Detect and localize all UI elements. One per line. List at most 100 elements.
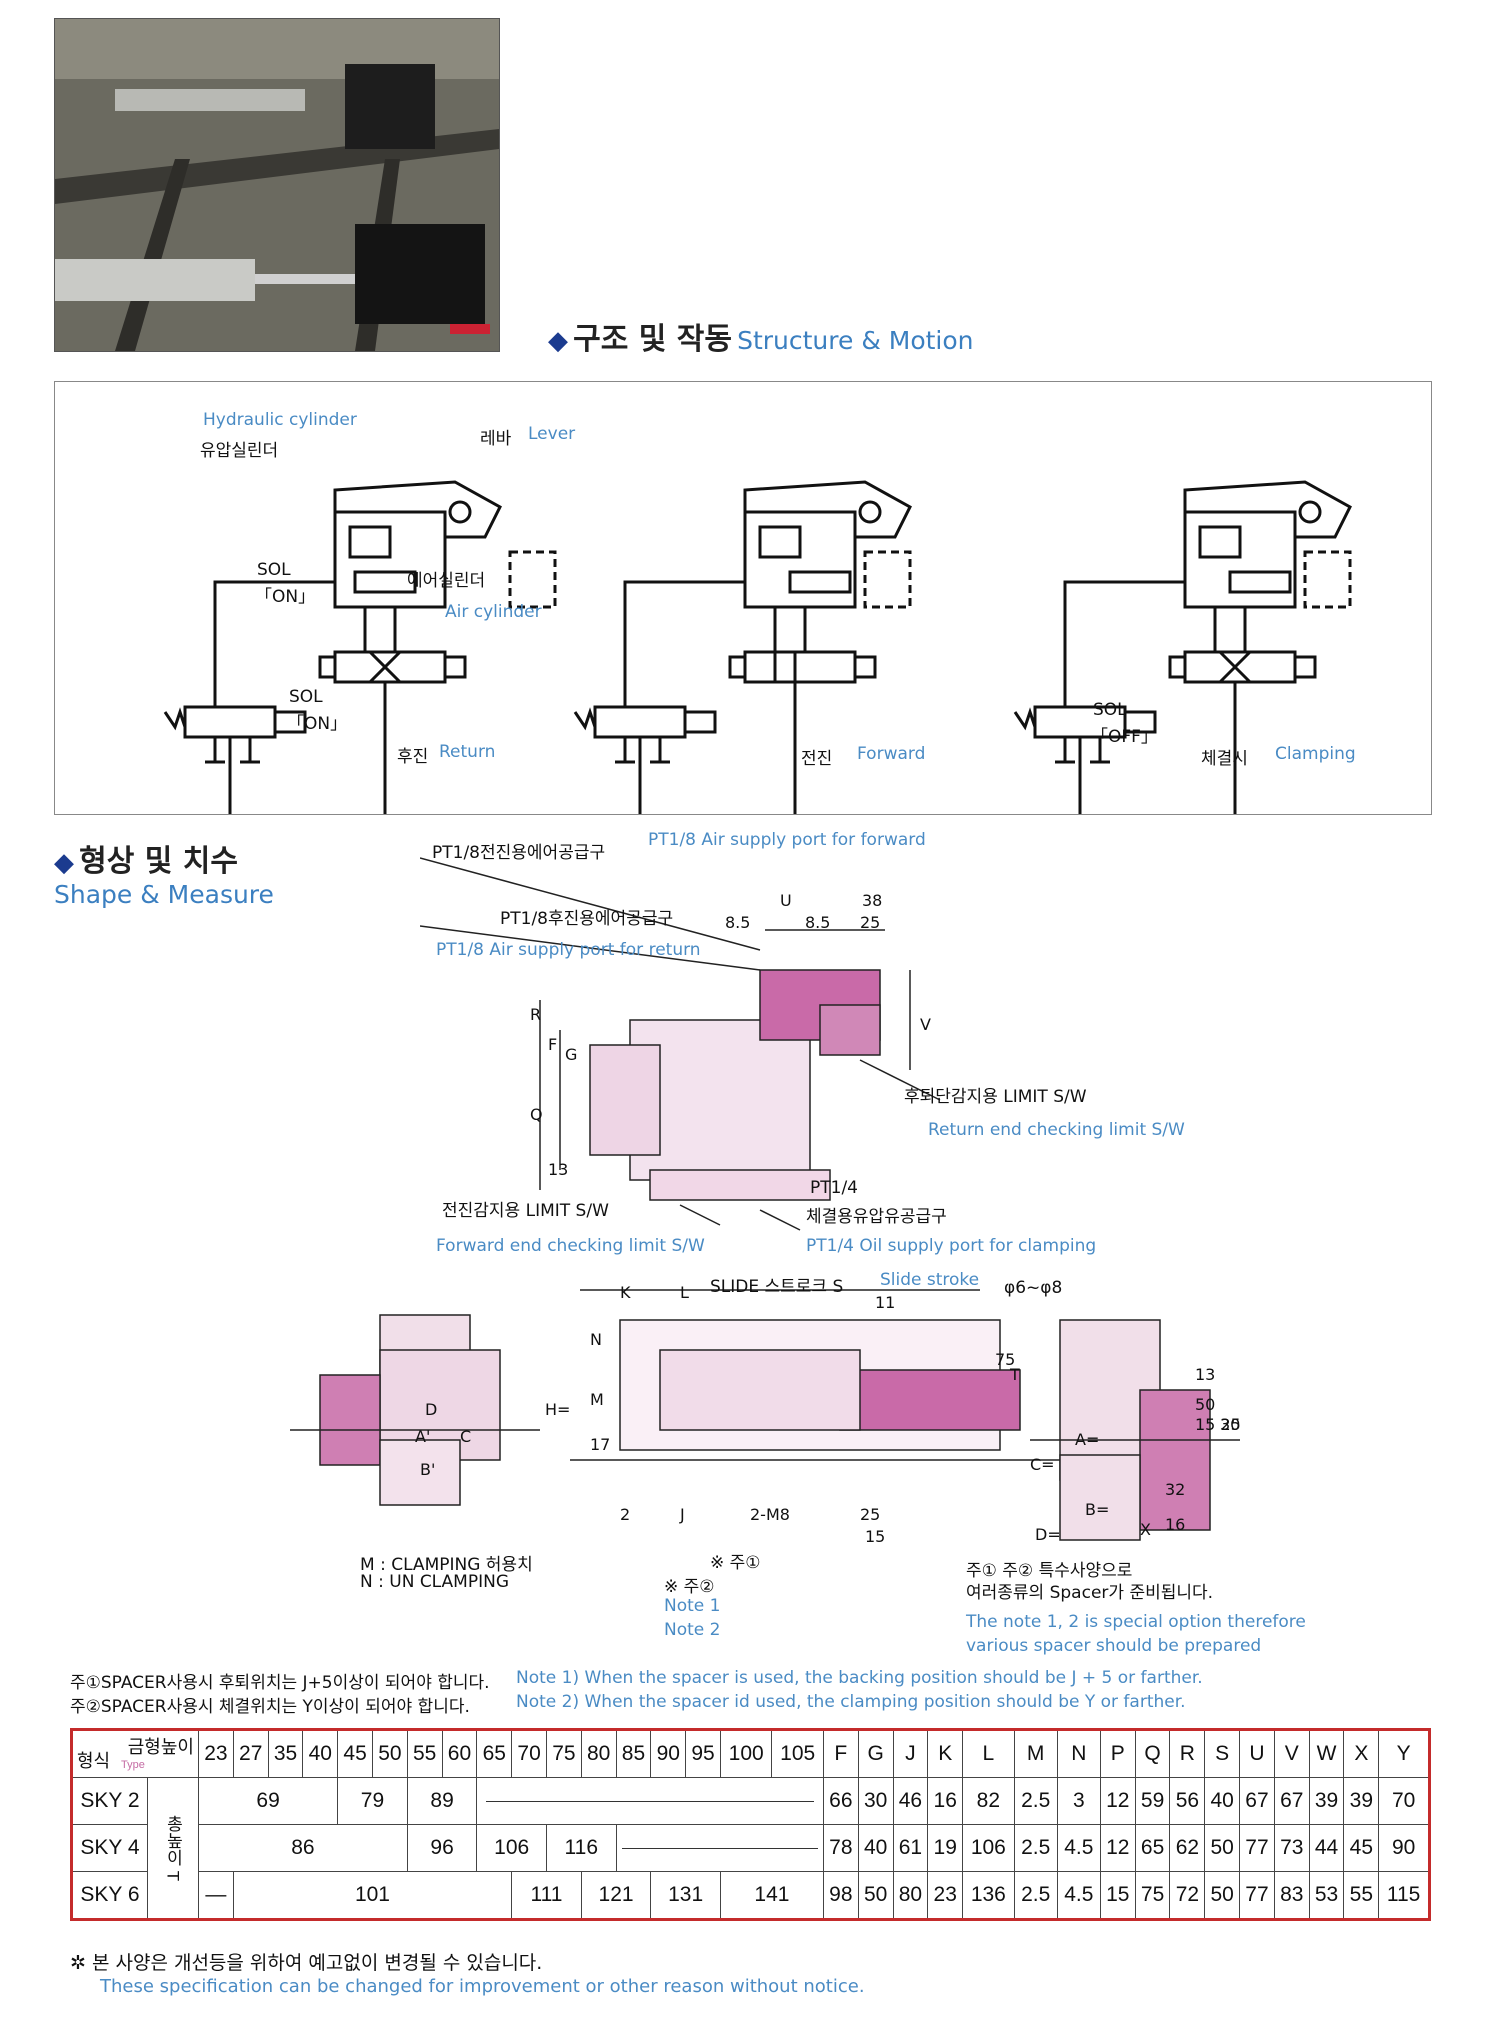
label-slide-en: Slide stroke	[880, 1270, 980, 1290]
cell-F: 98	[822, 1871, 859, 1920]
col-Y: Y	[1378, 1729, 1430, 1778]
label-limit-forward-ko: 전진감지용 LIMIT S/W	[442, 1201, 609, 1221]
footer-ko: 본 사양은 개선등을 위하여 예고없이 변경될 수 있습니다.	[91, 1952, 543, 1974]
height-75: 75	[545, 1729, 582, 1778]
footer-ko-line: ✲ 본 사양은 개선등을 위하여 예고없이 변경될 수 있습니다.	[70, 1948, 542, 1975]
cell-J: 46	[892, 1777, 929, 1825]
col-M: M	[1013, 1729, 1058, 1778]
dim-15: 15	[865, 1527, 885, 1546]
height-50: 50	[371, 1729, 408, 1778]
diamond-icon: ◆	[54, 848, 74, 878]
dim-8-5a: 8.5	[725, 913, 750, 932]
label-clamp-en: Clamping	[1275, 744, 1356, 764]
label-limit-forward-en: Forward end checking limit S/W	[436, 1236, 705, 1256]
label-spacer-en-1: The note 1, 2 is special option therefor…	[966, 1612, 1306, 1632]
t-cell: 141	[719, 1871, 824, 1920]
height-65: 65	[476, 1729, 513, 1778]
label-limit-return-ko: 후퇴단감지용 LIMIT S/W	[904, 1087, 1087, 1107]
note-en-1: Note 1) When the spacer is used, the bac…	[516, 1668, 1203, 1688]
col-Q: Q	[1134, 1729, 1171, 1778]
cell-J: 61	[892, 1824, 929, 1872]
col-P: P	[1099, 1729, 1136, 1778]
dim-11: 11	[875, 1293, 895, 1312]
cell-G: 40	[857, 1824, 894, 1872]
dim-13b: 13	[1195, 1365, 1215, 1384]
label-hydraulic-en: Hydraulic cylinder	[203, 410, 357, 430]
table-row: SKY 2 총높이 T 69 79 89 66 30 46 16 82 2.5 …	[71, 1777, 1430, 1920]
cell-V: 73	[1273, 1824, 1310, 1872]
cell-F: 66	[822, 1777, 859, 1825]
label-sol-on2-b: 「ON」	[287, 714, 348, 734]
cell-S: 50	[1204, 1871, 1241, 1920]
label-hydraulic-ko: 유압실린더	[200, 441, 279, 461]
t-cell: 96	[406, 1824, 478, 1872]
label-lever-ko: 레바	[480, 429, 512, 449]
table-row: SKY 6 — 101 111 121 131 141 98 50 80 23 …	[71, 1871, 1430, 1920]
cell-N: 4.5	[1056, 1824, 1101, 1872]
col-S: S	[1204, 1729, 1241, 1778]
label-note1-mark: ※ 주①	[710, 1553, 761, 1573]
spec-table: 금형높이 형식 Type 23 27 35 40 45 50 55 60 65 …	[70, 1728, 1431, 1921]
cell-J: 80	[892, 1871, 929, 1920]
label-forward-ko: 전진	[801, 749, 833, 769]
dim-F: F	[548, 1035, 557, 1054]
dim-13: 13	[548, 1160, 568, 1179]
cell-U: 77	[1239, 1824, 1275, 1872]
cell-P: 15	[1099, 1871, 1136, 1920]
dim-U: U	[780, 891, 792, 910]
label-return-ko: 후진	[397, 747, 429, 767]
cell-K: 23	[927, 1871, 964, 1920]
col-U: U	[1239, 1729, 1275, 1778]
label-spacer-ko-2: 여러종류의 Spacer가 준비됩니다.	[966, 1583, 1214, 1603]
corner-top: 금형높이	[127, 1737, 194, 1757]
height-95: 95	[685, 1729, 721, 1778]
cell-X: 55	[1343, 1871, 1380, 1920]
row-type: SKY 4	[71, 1824, 148, 1872]
dim-D: D	[425, 1400, 437, 1419]
height-35: 35	[267, 1729, 304, 1778]
label-m-clamping: M : CLAMPING 허용치	[360, 1555, 533, 1575]
label-pt14: PT1/4	[810, 1178, 858, 1198]
cell-S: 40	[1204, 1777, 1241, 1825]
label-return-en: Return	[439, 742, 496, 762]
cell-L: 106	[962, 1824, 1015, 1872]
top-view-drawing: U 38 8.5 8.5 25 V R F G Q 13	[420, 857, 941, 1231]
dim-M: M	[590, 1390, 604, 1409]
height-70: 70	[511, 1729, 547, 1778]
shape-heading: ◆ 형상 및 치수	[54, 836, 238, 880]
cell-N: 3	[1056, 1777, 1101, 1825]
dim-30: 30	[1220, 1415, 1240, 1434]
label-note2-mark: ※ 주②	[664, 1577, 715, 1597]
cell-U: 77	[1239, 1871, 1275, 1920]
dim-25b: 25	[860, 1505, 880, 1524]
label-sol-on2-a: SOL	[289, 687, 323, 707]
height-23: 23	[198, 1729, 234, 1778]
cell-X: 39	[1343, 1777, 1380, 1825]
t-cell: 121	[580, 1871, 652, 1920]
dim-8-5b: 8.5	[805, 913, 830, 932]
dim-J: J	[679, 1505, 685, 1524]
diamond-icon: ◆	[548, 326, 568, 356]
structure-title-en: Structure & Motion	[737, 326, 974, 355]
t-cell: 86	[198, 1824, 408, 1872]
height-90: 90	[650, 1729, 687, 1778]
table-row: SKY 4 86 96 106 116 78 40 61 19 106 2.5 …	[71, 1824, 1430, 1872]
hydraulic-circuit-diagram	[163, 480, 1352, 814]
cell-M: 2.5	[1013, 1824, 1058, 1872]
dim-H: H=	[545, 1400, 570, 1419]
height-45: 45	[337, 1729, 373, 1778]
row-type: SKY 6	[71, 1871, 148, 1920]
label-air-ko: 에어실린더	[407, 571, 486, 591]
shape-title-en: Shape & Measure	[54, 880, 274, 909]
table-header-row: 금형높이 형식 Type 23 27 35 40 45 50 55 60 65 …	[71, 1729, 1430, 1778]
dim-16: 16	[1165, 1515, 1185, 1534]
shape-title-ko: 형상 및 치수	[79, 844, 238, 879]
t-cell: 111	[511, 1871, 582, 1920]
dim-A-eq: A=	[1075, 1430, 1099, 1449]
t-cell: 89	[406, 1777, 478, 1825]
t-cell: —	[198, 1871, 234, 1920]
height-60: 60	[441, 1729, 478, 1778]
cell-P: 12	[1099, 1824, 1136, 1872]
label-pt-forward-en: PT1/8 Air supply port for forward	[648, 830, 926, 850]
t-cell: 79	[337, 1777, 408, 1825]
